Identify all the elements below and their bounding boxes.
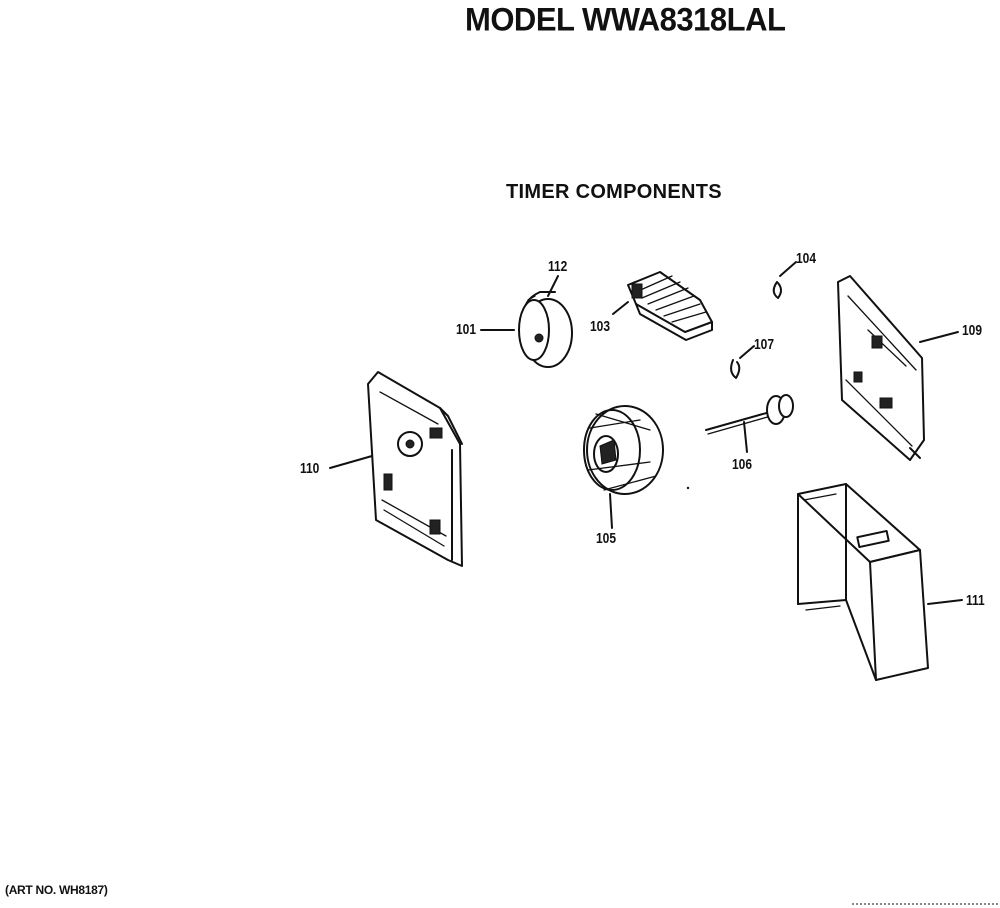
clip-part-107 bbox=[730, 359, 741, 379]
art-number: (ART NO. WH8187) bbox=[5, 883, 108, 897]
leader-112 bbox=[547, 275, 559, 297]
callout-109: 109 bbox=[962, 322, 983, 339]
leader-110 bbox=[329, 455, 373, 469]
callout-107: 107 bbox=[754, 336, 775, 353]
callout-112: 112 bbox=[548, 258, 568, 275]
callout-105: 105 bbox=[596, 530, 617, 547]
callout-111: 111 bbox=[966, 592, 985, 609]
leader-111 bbox=[927, 599, 963, 605]
model-title: MODEL WWA8318LAL bbox=[465, 1, 786, 38]
shaft-part-106 bbox=[705, 394, 794, 435]
leader-106 bbox=[743, 421, 748, 453]
timer-motor-part-101 bbox=[518, 291, 573, 368]
leader-105 bbox=[609, 493, 613, 529]
leader-109 bbox=[919, 331, 959, 343]
front-plate-part-110 bbox=[367, 371, 463, 567]
rear-plate-part-109 bbox=[837, 275, 925, 461]
callout-103: 103 bbox=[590, 318, 611, 335]
callout-110: 110 bbox=[300, 460, 320, 477]
cam-drum-part-105 bbox=[583, 405, 664, 495]
callout-106: 106 bbox=[732, 456, 753, 473]
contact-block-part-103 bbox=[627, 271, 713, 341]
leader-107 bbox=[739, 345, 755, 359]
cover-part-111 bbox=[797, 483, 929, 681]
callout-101: 101 bbox=[456, 321, 477, 338]
leader-104 bbox=[779, 261, 797, 277]
speck bbox=[686, 486, 690, 490]
callout-104: 104 bbox=[796, 250, 817, 267]
leader-103 bbox=[612, 301, 629, 315]
section-title: TIMER COMPONENTS bbox=[506, 181, 722, 203]
clip-part-104 bbox=[772, 281, 782, 299]
